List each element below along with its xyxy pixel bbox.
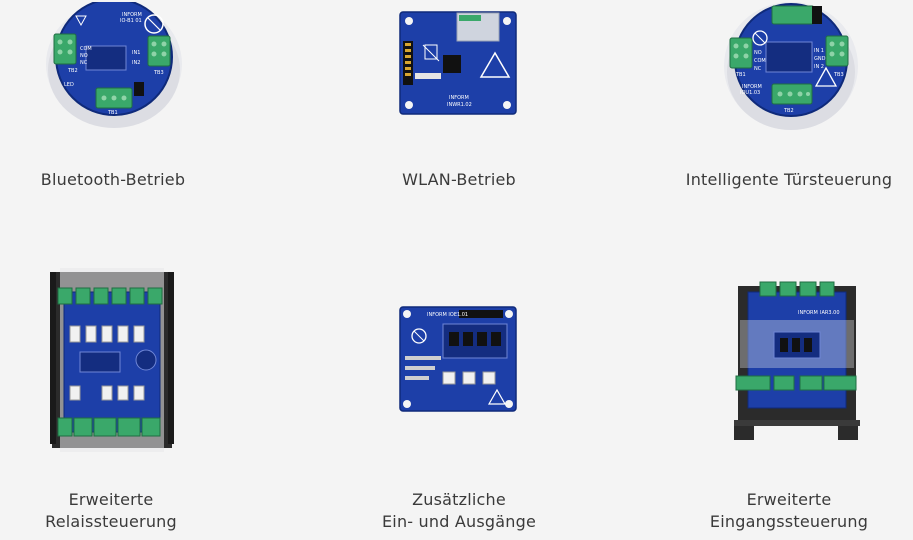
board-label: TB2 (783, 108, 794, 114)
board-label: NC (80, 60, 88, 66)
caption-line: Erweiterte (68, 490, 154, 509)
round-door-board-icon: INFORM IOU1.03 NO COM NC IN 1 GND IN 2 T… (724, 2, 858, 130)
board-label: TB3 (833, 72, 844, 78)
board-label: IN 1 (814, 48, 824, 54)
board-label: NO (754, 50, 762, 56)
board-label: TB1 (107, 110, 118, 116)
board-label: GND (814, 56, 826, 62)
caption-relay: Erweiterte Relaissteuerung (0, 489, 222, 533)
round-relay-board-icon: INFORM IO-B1 01 COM NO NC IN1 IN2 LED TB… (46, 2, 182, 128)
product-tile-io[interactable]: INFORM IOE1.01 (399, 306, 517, 412)
caption-door: Intelligente Türsteuerung (676, 169, 902, 191)
wifi-module-board-icon: INFORM INWR1.02 (399, 11, 517, 115)
caption-wlan: WLAN-Betrieb (346, 169, 572, 191)
board-label: COM (80, 46, 92, 52)
board-label: INFORM (449, 95, 469, 101)
board-label: IOU1.03 (740, 90, 760, 96)
io-expansion-board-icon: INFORM IOE1.01 (399, 306, 517, 412)
caption-line: Intelligente Türsteuerung (685, 170, 893, 189)
board-label: IO-B1 01 (120, 18, 142, 24)
board-label: IAR3.00 (820, 310, 840, 316)
board-label: TB1 (735, 72, 746, 78)
board-label: IN1 (132, 50, 140, 56)
product-tile-bluetooth[interactable]: INFORM IO-B1 01 COM NO NC IN1 IN2 LED TB… (44, 2, 184, 132)
product-tile-relay[interactable] (50, 268, 174, 452)
caption-input: Erweiterte Eingangssteuerung (676, 489, 902, 533)
board-label: INFORM (798, 310, 818, 316)
caption-line: Ein- und Ausgänge (381, 512, 536, 531)
product-tile-input[interactable]: INFORM IAR3.00 (734, 280, 860, 440)
board-label: IN2 (132, 60, 140, 66)
board-label: TB3 (153, 70, 164, 76)
board-label: NO (80, 53, 88, 59)
caption-line: WLAN-Betrieb (402, 170, 516, 189)
caption-line: Bluetooth-Betrieb (40, 170, 186, 189)
caption-line: Eingangssteuerung (709, 512, 869, 531)
board-label: INFORM IOE1.01 (427, 312, 468, 318)
board-label: LED (64, 82, 74, 88)
board-label: INFORM (742, 84, 762, 90)
board-label: NC (754, 66, 762, 72)
board-label: IN 2 (814, 64, 824, 70)
din-rail-relay-board-icon (50, 268, 174, 452)
caption-io: Zusätzliche Ein- und Ausgänge (346, 489, 572, 533)
board-label: INWR1.02 (447, 102, 472, 108)
caption-line: Erweiterte (746, 490, 832, 509)
product-tile-wlan[interactable]: INFORM INWR1.02 (399, 11, 517, 115)
caption-line: Relaissteuerung (45, 512, 177, 531)
board-label: COM (754, 58, 766, 64)
caption-line: Zusätzliche (412, 490, 506, 509)
din-rail-input-board-icon: INFORM IAR3.00 (734, 281, 860, 440)
product-tile-door[interactable]: INFORM IOU1.03 NO COM NC IN 1 GND IN 2 T… (722, 2, 860, 134)
board-label: TB2 (67, 68, 78, 74)
board-label: INFORM (122, 12, 142, 18)
caption-bluetooth: Bluetooth-Betrieb (0, 169, 226, 191)
